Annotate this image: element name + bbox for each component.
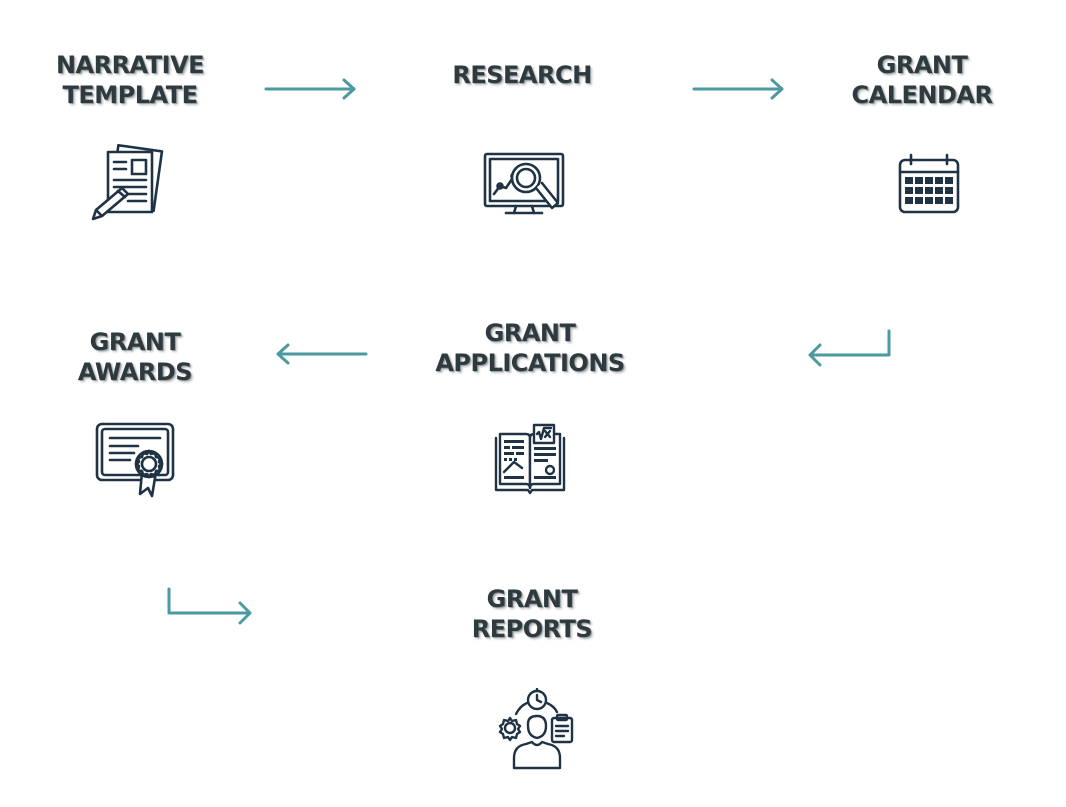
certificate-icon <box>95 422 175 498</box>
person-gears-icon <box>498 688 574 770</box>
step-label-grant-applications: GRANT APPLICATIONS <box>410 318 650 378</box>
step-label-line: GRANT <box>876 51 968 79</box>
arrow-down-right <box>167 587 252 625</box>
open-book-icon <box>494 423 566 495</box>
step-label-line: APPLICATIONS <box>435 349 625 377</box>
step-label-line: AWARDS <box>77 358 193 386</box>
calendar-icon <box>898 153 960 214</box>
step-label-line: CALENDAR <box>851 81 993 109</box>
step-label-line: GRANT <box>486 585 578 613</box>
step-label-research: RESEARCH <box>422 60 622 90</box>
step-label-narrative-template: NARRATIVE TEMPLATE <box>30 50 230 110</box>
step-label-line: RESEARCH <box>452 61 592 89</box>
step-label-line: NARRATIVE <box>55 51 205 79</box>
step-label-grant-calendar: GRANT CALENDAR <box>822 50 1022 110</box>
monitor-magnifier-icon <box>483 152 565 215</box>
step-label-line: REPORTS <box>471 615 593 643</box>
step-label-grant-reports: GRANT REPORTS <box>432 584 632 644</box>
arrow-right <box>692 78 784 100</box>
arrow-left <box>276 343 368 365</box>
arrow-right <box>264 78 356 100</box>
step-label-line: GRANT <box>484 319 576 347</box>
step-label-line: TEMPLATE <box>62 81 198 109</box>
arrow-down-left <box>808 329 891 367</box>
step-label-grant-awards: GRANT AWARDS <box>35 327 235 387</box>
step-label-line: GRANT <box>89 328 181 356</box>
document-pencil-icon <box>91 143 164 221</box>
